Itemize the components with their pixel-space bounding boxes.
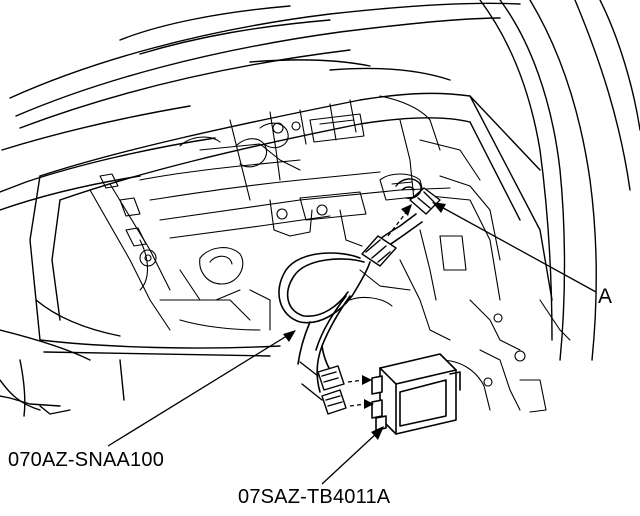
harness-plugs: [299, 361, 347, 415]
leader-line-a: [435, 203, 597, 293]
callout-harness-part-number: 070AZ-SNAA100: [8, 449, 165, 471]
callout-module-part-number: 07SAZ-TB4011A: [238, 486, 391, 508]
callout-a: A: [598, 285, 613, 308]
arrowhead-lower: [364, 399, 374, 409]
internal-structure: [89, 95, 571, 413]
leader-line-module: [321, 431, 379, 485]
harness-inline-connector: [361, 235, 397, 267]
arrowhead-connector: [401, 204, 412, 216]
arrowhead-module: [371, 426, 384, 440]
control-module: [371, 353, 461, 435]
arrowhead-a: [432, 202, 446, 213]
leader-line-harness: [107, 333, 291, 447]
arrowhead-harness: [283, 330, 296, 342]
dashboard-outline: [0, 0, 640, 361]
arrowhead-upper: [362, 375, 372, 385]
connector-a: [395, 178, 441, 215]
insertion-arrow-connector: [387, 209, 409, 237]
insertion-arrow-lower: [349, 403, 367, 407]
glovebox-opening: [0, 92, 553, 361]
insertion-arrow-upper: [347, 379, 365, 383]
lower-panel: [0, 339, 281, 417]
